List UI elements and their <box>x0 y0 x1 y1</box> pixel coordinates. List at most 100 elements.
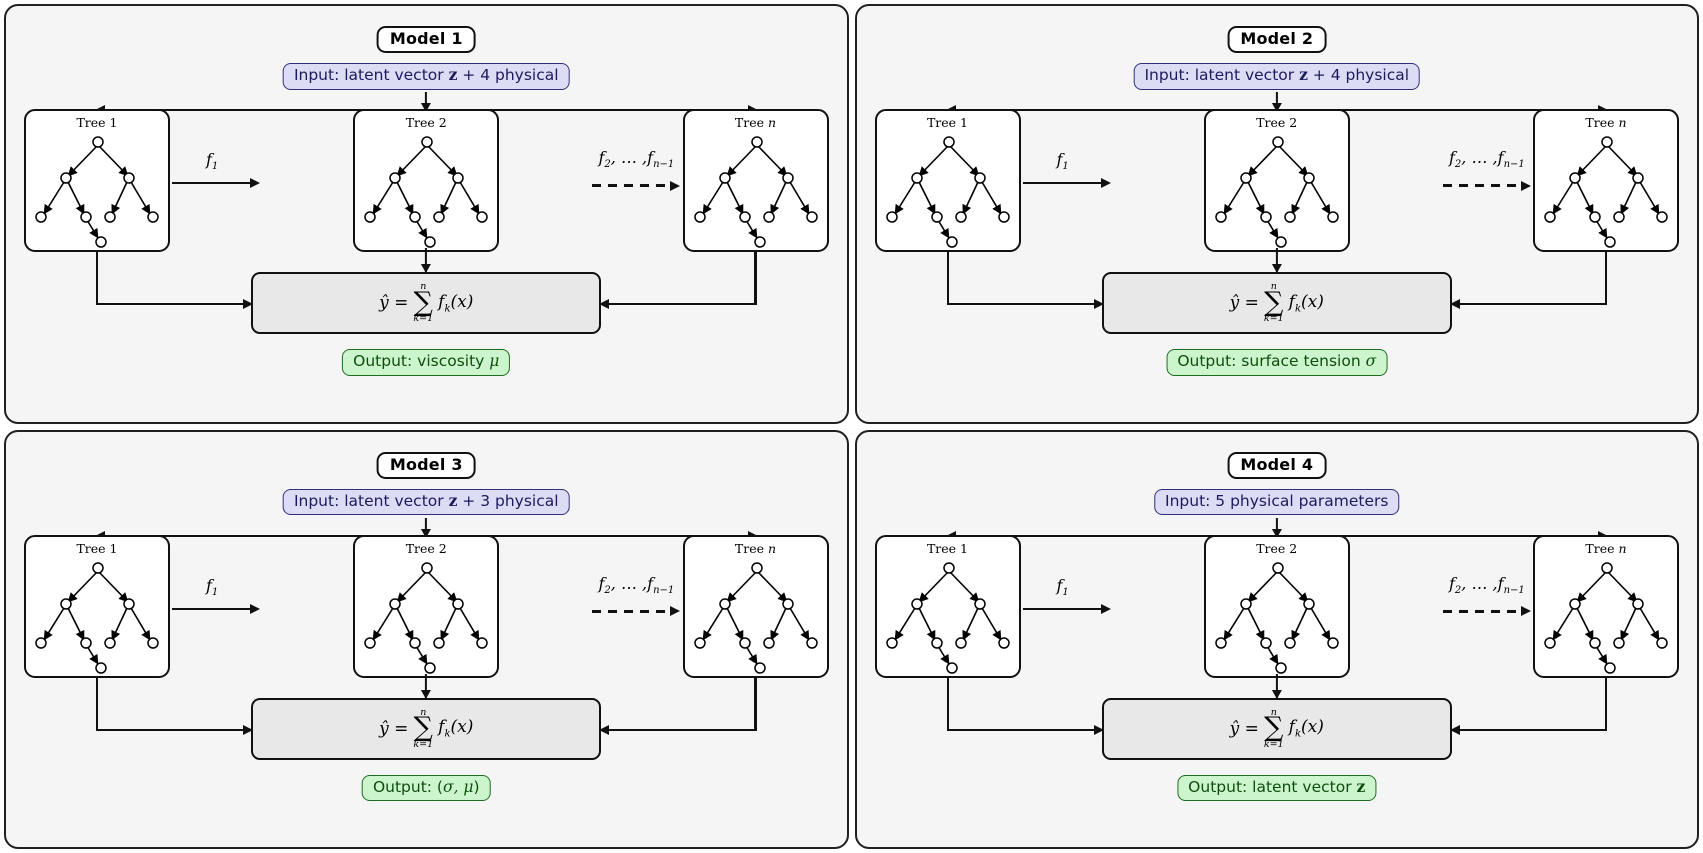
sum-upper-limit: n <box>420 706 427 718</box>
f1-arrow <box>1022 607 1109 610</box>
f2-subscript: 2 <box>1454 584 1462 596</box>
decision-tree-icon <box>885 561 1010 674</box>
tree-label: Tree 1 <box>926 540 969 556</box>
sum-rhs-arg: (x) <box>450 717 474 738</box>
tree1-feed-horizontal <box>946 303 1102 306</box>
decision-tree-icon <box>364 561 488 674</box>
f-series-dashed-arrow <box>1442 609 1525 613</box>
f-series-dashed-arrow <box>592 609 675 613</box>
output-symbol: σ <box>1365 352 1377 370</box>
tree1-feed-vertical <box>96 677 99 730</box>
fn-subscript: n−1 <box>653 159 675 171</box>
fn-letter: f <box>1497 148 1504 167</box>
sum-rhs: fk(x) <box>1289 717 1324 739</box>
sum-lhs: ŷ = <box>379 293 409 313</box>
decision-tree-icon <box>1215 561 1339 674</box>
sum-rhs: fk(x) <box>438 717 473 739</box>
tree-label: Tree 2 <box>405 540 447 556</box>
decision-tree-icon <box>693 561 818 674</box>
input-symbol: z <box>448 65 458 84</box>
input-tail: + 4 physical <box>457 66 559 84</box>
f1-arrow <box>1022 182 1109 185</box>
treen-feed-horizontal <box>1451 303 1607 306</box>
sum-box: ŷ = n ∑ k=1 fk(x) <box>251 697 602 760</box>
input-badge: Input: latent vector z + 4 physical <box>1133 63 1421 90</box>
sum-lower-limit: k=1 <box>1263 738 1284 750</box>
f1-arrow <box>172 182 259 185</box>
input-symbol: z <box>1299 65 1308 84</box>
input-to-trees-arrow <box>1275 92 1278 111</box>
f2-letter: f <box>1449 148 1455 167</box>
tree-label: Tree 1 <box>926 115 969 130</box>
tree1-feed-horizontal <box>96 728 252 731</box>
tree1-feed-horizontal <box>96 303 252 306</box>
sum-rhs-arg: (x) <box>1301 717 1324 738</box>
input-to-trees-arrow <box>1275 517 1278 537</box>
output-badge: Output: viscosity μ <box>342 349 511 376</box>
f1-letter: f <box>205 575 212 595</box>
tree-box-n: Tree n <box>1533 534 1679 678</box>
tree-label: Tree n <box>734 540 777 556</box>
output-badge: Output: surface tension σ <box>1166 349 1388 376</box>
sum-equation: ŷ = n ∑ k=1 fk(x) <box>1230 282 1324 324</box>
input-badge: Input: latent vector z + 3 physical <box>282 488 570 516</box>
tree2-to-sum-arrow <box>1275 673 1278 698</box>
treen-feed-horizontal <box>601 728 757 731</box>
f-series-label: f2, … ,fn−1 <box>1449 574 1525 596</box>
output-lead: Output: viscosity <box>353 352 490 370</box>
f1-label: f1 <box>206 576 218 598</box>
f-series-ellipsis: , … , <box>1461 573 1498 593</box>
f2-letter: f <box>1449 573 1455 593</box>
model-panel-1: Model 1 Input: latent vector z + 4 physi… <box>4 4 849 424</box>
tree1-feed-vertical <box>946 677 949 730</box>
input-symbol: z <box>448 490 458 510</box>
f1-letter: f <box>1056 150 1063 169</box>
sigma-glyph: ∑ <box>1264 286 1284 318</box>
f-series-label: f2, … ,fn−1 <box>599 574 675 596</box>
treen-feed-horizontal <box>1451 728 1607 731</box>
tree-box-1: Tree 1 <box>874 109 1021 252</box>
output-lead: Output: latent vector <box>1188 777 1357 796</box>
f-series-ellipsis: , … , <box>610 148 648 167</box>
sum-rhs-arg: (x) <box>1301 291 1324 312</box>
tree-box-1: Tree 1 <box>24 534 170 678</box>
decision-tree-icon <box>1544 136 1668 248</box>
sum-rhs-subscript: k <box>1294 303 1302 315</box>
f1-label: f1 <box>1056 576 1068 598</box>
input-to-trees-arrow <box>425 92 428 111</box>
f2-letter: f <box>598 148 605 167</box>
model-title-badge: Model 2 <box>1227 26 1327 54</box>
sigma-operator: n ∑ k=1 <box>1264 708 1284 750</box>
f-series-ellipsis: , … , <box>1461 148 1498 167</box>
tree-box-n: Tree n <box>682 109 829 252</box>
sum-rhs-subscript: k <box>444 303 451 315</box>
decision-tree-icon <box>35 136 159 248</box>
sum-lower-limit: k=1 <box>413 738 434 750</box>
f-series-dashed-arrow <box>1442 184 1525 187</box>
sum-rhs-subscript: k <box>444 728 451 740</box>
f1-subscript: 1 <box>1062 161 1069 173</box>
input-lead: Input: 5 physical parameters <box>1165 491 1389 510</box>
sum-box: ŷ = n ∑ k=1 fk(x) <box>251 272 602 334</box>
fn-subscript: n−1 <box>1503 159 1525 171</box>
f1-subscript: 1 <box>1062 586 1069 598</box>
output-symbol: σ, μ <box>442 777 474 796</box>
f-series-label: f2, … ,fn−1 <box>1449 148 1525 170</box>
f1-label: f1 <box>1056 150 1068 172</box>
input-lead: Input: latent vector <box>1144 66 1300 84</box>
tree-label: Tree n <box>1585 115 1627 130</box>
sum-rhs-arg: (x) <box>450 291 474 312</box>
sum-rhs: fk(x) <box>438 292 473 314</box>
f1-arrow <box>172 607 259 610</box>
sigma-glyph: ∑ <box>413 712 433 744</box>
sum-lhs: ŷ = <box>1229 718 1259 739</box>
fn-subscript: n−1 <box>653 584 675 596</box>
input-tail: + 3 physical <box>457 491 559 510</box>
tree-box-2: Tree 2 <box>1203 534 1350 678</box>
sigma-glyph: ∑ <box>1264 712 1284 744</box>
treen-feed-vertical <box>754 252 757 304</box>
f-series-dashed-arrow <box>592 184 675 187</box>
sigma-operator: n ∑ k=1 <box>1264 282 1284 324</box>
fn-letter: f <box>1497 573 1504 593</box>
